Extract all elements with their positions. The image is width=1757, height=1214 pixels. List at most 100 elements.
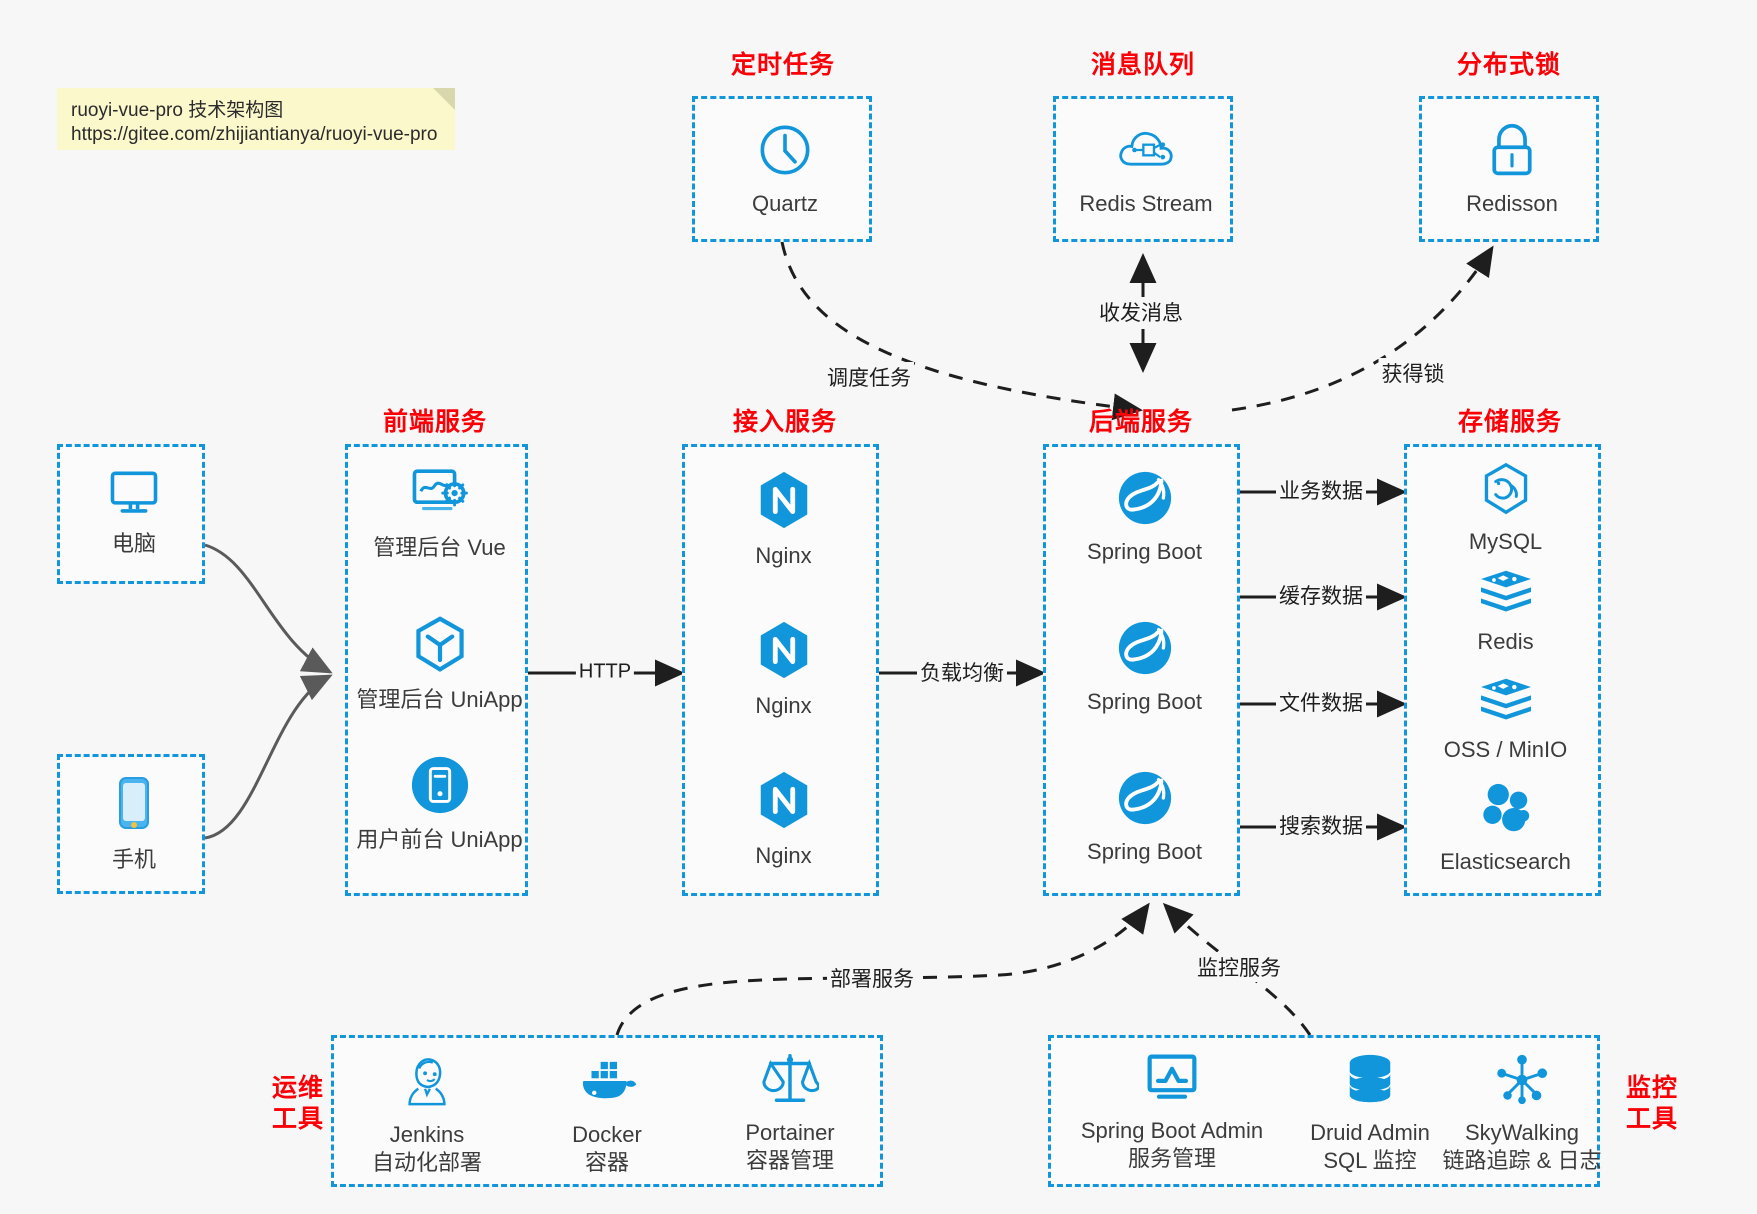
group-title-devops: 运维 工具 [258, 1073, 338, 1136]
node-label-nginx-3: Nginx [755, 843, 812, 868]
node-sublabel-portainer: 容器管理 [745, 1148, 834, 1174]
cube-icon [411, 615, 469, 680]
edge-label-monitor-service: 监控服务 [1194, 952, 1284, 982]
node-portainer[interactable]: Portainer 容器管理 [702, 1050, 878, 1175]
node-nginx-3[interactable]: Nginx [685, 769, 882, 870]
node-oss-minio[interactable]: OSS / MinIO [1407, 675, 1604, 764]
note-text-line1: ruoyi-vue-pro 技术架构图 [71, 100, 284, 121]
clock-icon [756, 121, 814, 184]
group-box-access: Nginx Nginx Nginx [682, 444, 879, 896]
group-title-frontend: 前端服务 [382, 408, 487, 436]
node-label-computer: 电脑 [111, 531, 156, 556]
lock-icon [1484, 121, 1540, 184]
mysql-icon [1479, 461, 1533, 522]
group-box-computer: 电脑 [57, 444, 205, 584]
node-label-redis-stream: Redis Stream [1079, 191, 1213, 216]
node-label-nginx-2: Nginx [755, 693, 812, 718]
node-sublabel-jenkins: 自动化部署 [371, 1150, 482, 1176]
node-nginx-1[interactable]: Nginx [685, 469, 882, 570]
jenkins-icon [399, 1052, 455, 1115]
mobile-app-icon [410, 755, 470, 820]
redis-icon [1477, 567, 1535, 622]
node-redis[interactable]: Redis [1407, 567, 1604, 656]
node-label-druid-admin: Druid Admin [1310, 1120, 1430, 1145]
edge-label-cache-data: 缓存数据 [1276, 580, 1366, 610]
node-redis-stream[interactable]: Redis Stream [1056, 121, 1236, 218]
group-title-devops-line1: 运维 [271, 1074, 324, 1102]
edge-label-search-data: 搜索数据 [1276, 810, 1366, 840]
edge-label-load-balance: 负载均衡 [917, 657, 1007, 687]
node-mysql[interactable]: MySQL [1407, 461, 1604, 556]
node-label-spring-boot-2: Spring Boot [1087, 689, 1202, 714]
node-label-docker: Docker [572, 1122, 642, 1147]
smartphone-icon [112, 775, 156, 840]
nginx-icon [755, 469, 813, 536]
group-box-scheduled-task: Quartz [692, 96, 872, 242]
node-label-portainer: Portainer [745, 1120, 835, 1145]
elasticsearch-icon [1477, 781, 1535, 842]
node-label-redisson: Redisson [1466, 191, 1558, 216]
node-spring-boot-1[interactable]: Spring Boot [1046, 469, 1243, 566]
group-title-monitor: 监控 工具 [1612, 1073, 1692, 1136]
node-label-spring-boot-1: Spring Boot [1087, 539, 1202, 564]
dashboard-gear-icon [409, 465, 471, 528]
note-fold-corner [433, 88, 455, 110]
node-label-admin-vue: 管理后台 Vue [373, 535, 506, 560]
spring-icon [1116, 469, 1174, 532]
cloud-stream-icon [1115, 121, 1177, 184]
node-label-skywalking: SkyWalking [1464, 1120, 1580, 1145]
nginx-icon [755, 769, 813, 836]
database-icon [1343, 1052, 1397, 1113]
node-druid-admin[interactable]: Druid Admin SQL 监控 [1285, 1052, 1455, 1175]
node-quartz[interactable]: Quartz [695, 121, 875, 218]
node-spring-boot-2[interactable]: Spring Boot [1046, 619, 1243, 716]
node-label-jenkins: Jenkins [389, 1122, 465, 1147]
node-jenkins[interactable]: Jenkins 自动化部署 [342, 1052, 512, 1177]
group-title-monitor-line1: 监控 [1625, 1074, 1678, 1102]
group-box-frontend: 管理后台 Vue 管理后台 UniApp 用户前台 UniApp [345, 444, 528, 896]
node-docker[interactable]: Docker 容器 [522, 1052, 692, 1177]
group-title-distributed-lock: 分布式锁 [1456, 51, 1561, 79]
nginx-icon [755, 619, 813, 686]
node-sublabel-druid-admin: SQL 监控 [1323, 1148, 1417, 1174]
edge-label-file-data: 文件数据 [1276, 687, 1366, 717]
node-phone[interactable]: 手机 [60, 775, 208, 874]
group-box-backend: Spring Boot Spring Boot Spring Boot [1043, 444, 1240, 896]
group-title-monitor-line2: 工具 [1625, 1105, 1678, 1134]
node-label-user-uniapp: 用户前台 UniApp [356, 827, 523, 852]
edge-label-business-data: 业务数据 [1276, 475, 1366, 505]
node-nginx-2[interactable]: Nginx [685, 619, 882, 720]
node-spring-boot-admin[interactable]: Spring Boot Admin 服务管理 [1057, 1052, 1287, 1173]
skywalking-icon [1494, 1052, 1550, 1113]
node-label-elasticsearch: Elasticsearch [1440, 849, 1571, 874]
group-title-devops-line2: 工具 [271, 1105, 324, 1134]
node-computer[interactable]: 电脑 [60, 467, 208, 558]
node-sublabel-spring-boot-admin: 服务管理 [1127, 1146, 1216, 1172]
node-user-uniapp[interactable]: 用户前台 UniApp [348, 755, 531, 854]
note-text-line2: https://gitee.com/zhijiantianya/ruoyi-vu… [71, 124, 438, 145]
node-label-redis: Redis [1477, 629, 1534, 654]
node-admin-uniapp[interactable]: 管理后台 UniApp [348, 615, 531, 714]
spring-icon [1116, 619, 1174, 682]
node-redisson[interactable]: Redisson [1422, 121, 1602, 218]
node-spring-boot-3[interactable]: Spring Boot [1046, 769, 1243, 866]
group-title-scheduled-task: 定时任务 [730, 51, 835, 79]
group-title-storage: 存储服务 [1457, 408, 1562, 436]
group-box-message-queue: Redis Stream [1053, 96, 1233, 242]
edge-label-send-receive-message: 收发消息 [1096, 297, 1186, 327]
group-box-distributed-lock: Redisson [1419, 96, 1599, 242]
edge-label-schedule-task: 调度任务 [824, 362, 914, 392]
node-label-admin-uniapp: 管理后台 UniApp [356, 687, 523, 712]
oss-icon [1477, 675, 1535, 730]
node-elasticsearch[interactable]: Elasticsearch [1407, 781, 1604, 876]
node-label-spring-boot-admin: Spring Boot Admin [1080, 1118, 1264, 1143]
node-label-quartz: Quartz [751, 191, 819, 216]
group-box-devops: Jenkins 自动化部署 Docker 容器 [331, 1035, 883, 1187]
node-sublabel-docker: 容器 [584, 1150, 629, 1176]
docker-icon [576, 1052, 638, 1115]
node-label-phone: 手机 [111, 847, 156, 872]
node-admin-vue[interactable]: 管理后台 Vue [348, 465, 531, 562]
spring-icon [1116, 769, 1174, 832]
node-skywalking[interactable]: SkyWalking 链路追踪 & 日志 [1443, 1052, 1601, 1175]
